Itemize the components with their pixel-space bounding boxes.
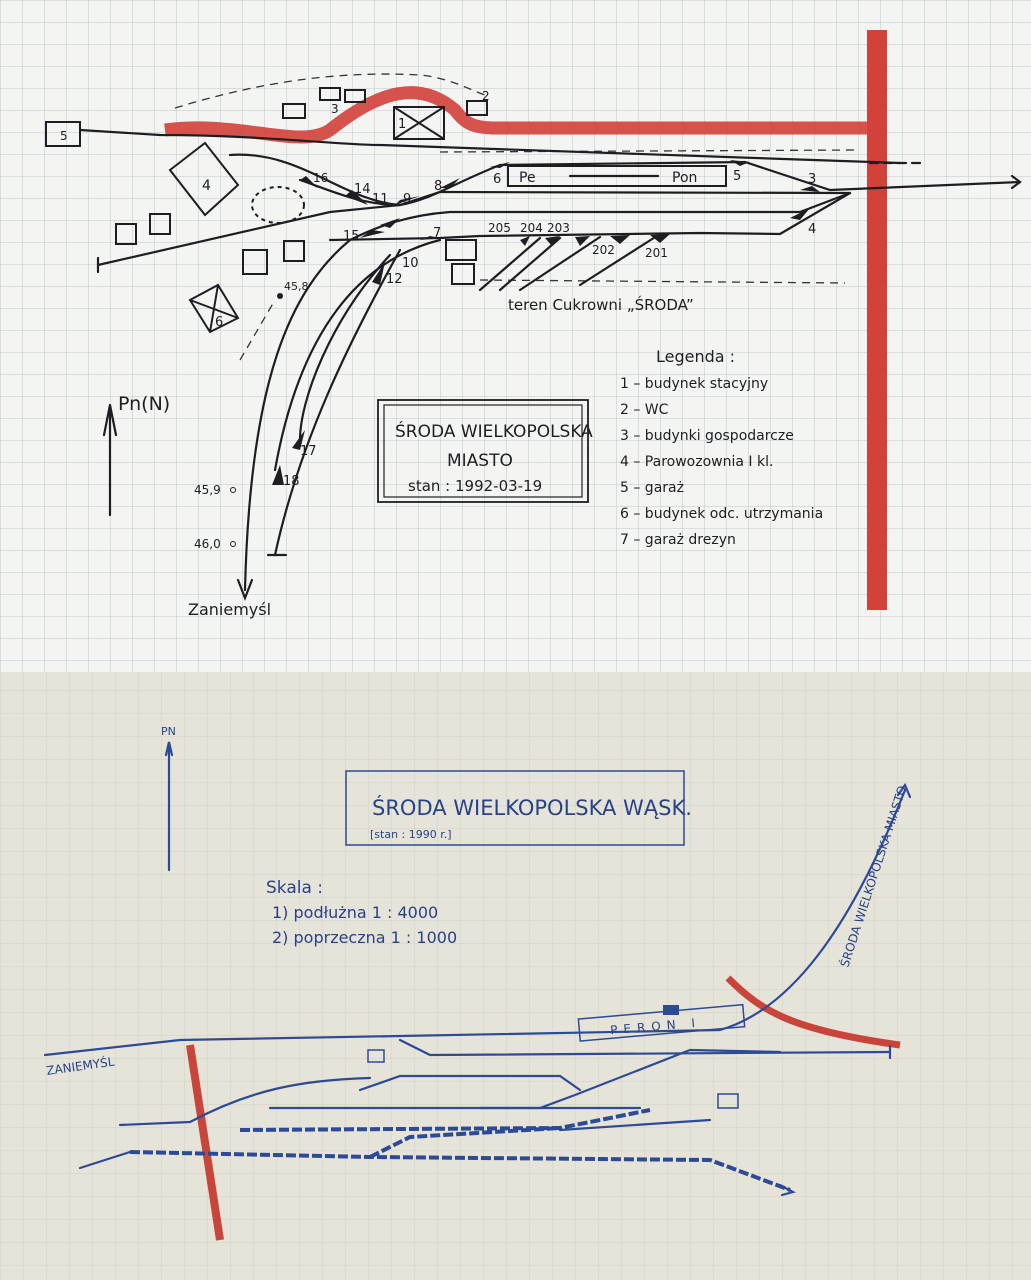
title: ŚRODA WIELKOPOLSKA	[395, 420, 593, 442]
title: ŚRODA WIELKOPOLSKA WĄSK.	[372, 795, 692, 820]
svg-text:Pn(N): Pn(N)	[118, 393, 170, 415]
svg-text:9: 9	[403, 192, 411, 207]
platform-label-start: Pe	[519, 170, 536, 186]
title-box: ŚRODA WIELKOPOLSKA MIASTO stan : 1992-03…	[377, 399, 593, 503]
scale-block: Skala : 1) podłużna 1 : 4000 2) poprzecz…	[266, 878, 457, 947]
svg-text:18: 18	[283, 474, 300, 489]
legend-item: 5 – garaż	[620, 480, 684, 496]
svg-text:Skala :: Skala :	[266, 878, 323, 898]
track-layout	[78, 128, 1022, 602]
top-sheet: 2 3 4 5 6 7 8 9 10 11 12 14 15 16 17 18 …	[0, 0, 1031, 672]
svg-text:1: 1	[398, 117, 406, 132]
svg-text:10: 10	[402, 256, 419, 271]
svg-text:205: 205	[488, 221, 511, 235]
red-road-west	[186, 1044, 224, 1241]
bottom-sheet: PN ŚRODA WIELKOPOLSKA WĄSK. [stan : 1990…	[0, 672, 1031, 1280]
subtitle: MIASTO	[447, 451, 513, 471]
north-arrow-bottom: PN	[161, 725, 176, 872]
svg-text:12: 12	[386, 272, 403, 287]
svg-text:4: 4	[808, 222, 816, 237]
building-2	[466, 100, 488, 116]
north-arrow-icon	[102, 403, 118, 517]
svg-text:201: 201	[645, 246, 668, 260]
building-labels: 1 3 4 5 6	[60, 102, 406, 330]
building-3a	[319, 87, 341, 101]
building-3c	[282, 103, 306, 119]
destination-label: Zaniemyśl	[188, 600, 271, 619]
fence-station	[439, 149, 861, 153]
svg-text:8: 8	[434, 179, 442, 194]
north-arrow: Pn(N)	[102, 393, 170, 517]
svg-text:17: 17	[300, 444, 317, 459]
svg-text:6: 6	[493, 172, 501, 187]
switch-markers	[272, 160, 820, 485]
svg-text:16: 16	[313, 171, 328, 185]
building-4	[168, 141, 240, 217]
svg-text:PN: PN	[161, 725, 176, 738]
svg-text:203: 203	[547, 221, 570, 235]
svg-text:5: 5	[60, 129, 68, 143]
fence-west	[239, 299, 276, 361]
svg-text:3: 3	[331, 102, 339, 116]
legend-item: 2 – WC	[620, 402, 669, 418]
building-5	[45, 121, 81, 147]
svg-text:2) poprzeczna 1 : 1000: 2) poprzeczna 1 : 1000	[272, 928, 457, 947]
buildings	[45, 87, 727, 334]
legend-item: 3 – budynki gospodarcze	[620, 428, 794, 444]
state-date: [stan : 1990 r.]	[370, 828, 452, 841]
svg-text:14: 14	[354, 182, 371, 197]
svg-text:3: 3	[808, 172, 816, 187]
km-mark: 45,8	[284, 280, 309, 293]
svg-text:204: 204	[520, 221, 543, 235]
north-arrow-icon	[164, 741, 174, 872]
state-date: stan : 1992-03-19	[408, 477, 542, 495]
svg-text:1) podłużna 1 : 4000: 1) podłużna 1 : 4000	[272, 903, 438, 922]
red-road-curve	[164, 86, 870, 144]
platform-bottom	[577, 1003, 746, 1042]
building-1	[393, 106, 445, 140]
legend-item: 1 – budynek stacyjny	[620, 376, 768, 392]
building-3b	[344, 89, 366, 103]
switch-labels: 2 3 4 5 6 7 8 9 10 11 12 14 15 16 17 18 …	[283, 89, 816, 489]
factory-label: teren Cukrowni „ŚRODA”	[508, 295, 694, 314]
legend-item: 6 – budynek odc. utrzymania	[620, 506, 823, 522]
legend: Legenda : 1 – budynek stacyjny 2 – WC 3 …	[620, 347, 823, 548]
legend-title: Legenda :	[656, 347, 735, 366]
svg-text:15: 15	[343, 229, 360, 244]
grid-bottom	[0, 672, 1031, 1280]
narrow-gauge-tracks	[43, 782, 912, 1197]
title-box-bottom: ŚRODA WIELKOPOLSKA WĄSK. [stan : 1990 r.…	[345, 770, 692, 846]
legend-item: 7 – garaż drezyn	[620, 532, 736, 548]
svg-text:11: 11	[372, 192, 389, 207]
svg-text:5: 5	[733, 169, 741, 184]
svg-text:4: 4	[202, 178, 211, 194]
svg-text:7: 7	[433, 226, 441, 241]
grid-top	[0, 0, 1031, 672]
km-mark: 46,0	[194, 537, 221, 551]
svg-text:202: 202	[592, 243, 615, 257]
turntable	[251, 186, 305, 224]
svg-text:2: 2	[482, 89, 490, 103]
platform	[507, 165, 727, 187]
red-road-east	[725, 975, 901, 1049]
svg-text:6: 6	[215, 315, 223, 330]
platform-label-end: Pon	[672, 170, 697, 186]
km-mark: 45,9	[194, 483, 221, 497]
building-7	[445, 239, 477, 261]
legend-item: 4 – Parowozownia I kl.	[620, 454, 773, 470]
fence-factory	[479, 279, 846, 284]
fence-north	[174, 73, 486, 109]
